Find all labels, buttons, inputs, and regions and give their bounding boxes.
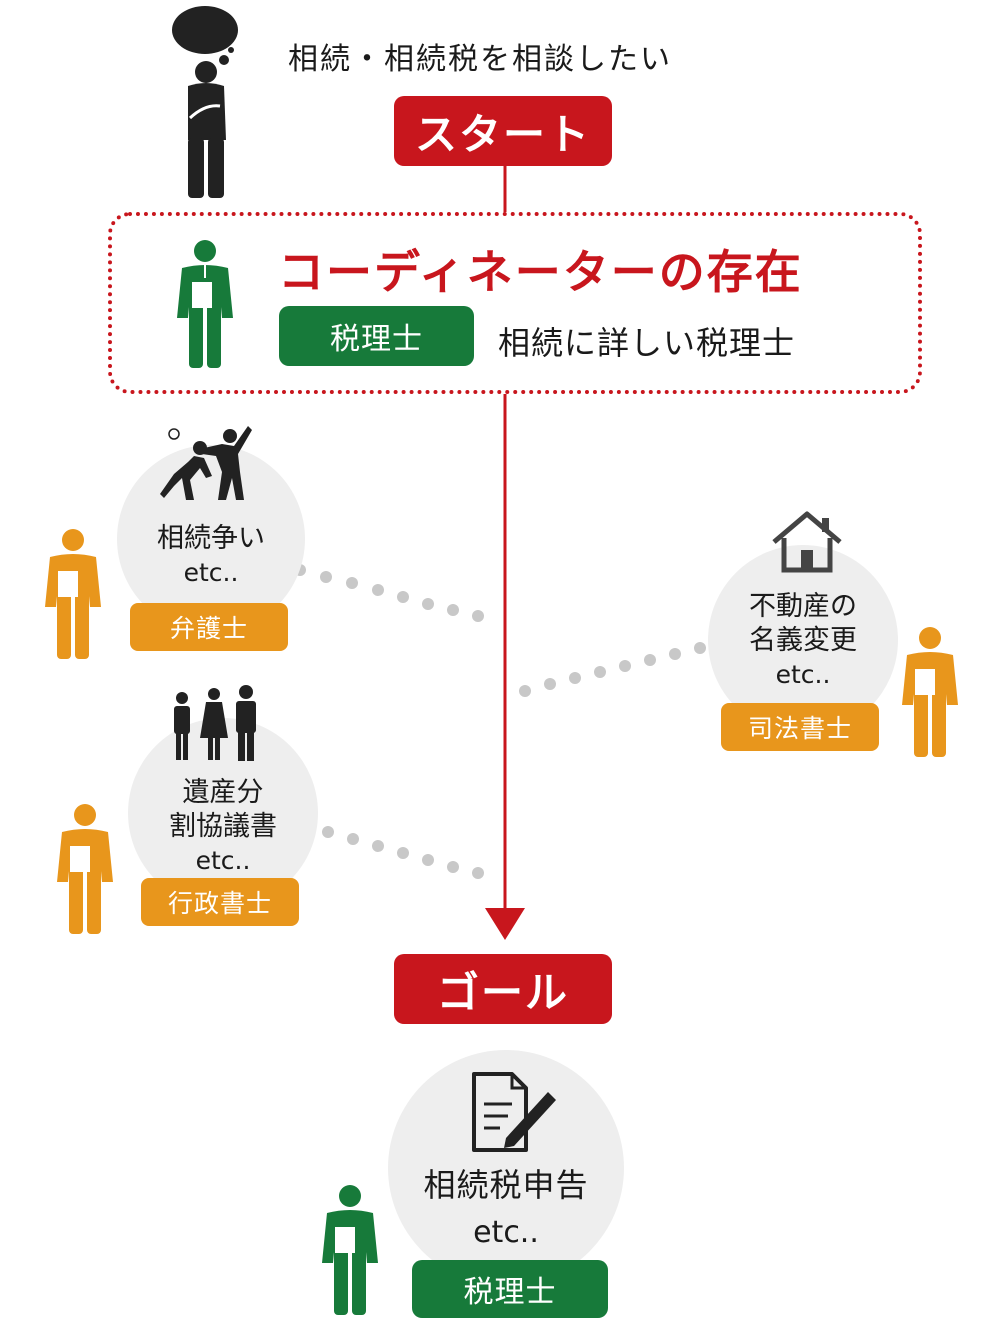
lawyer-tag: 弁護士	[130, 603, 288, 651]
start-label: スタート	[394, 96, 612, 166]
judicial-scrivener-person-icon	[902, 627, 958, 757]
goal-tax-accountant-tag: 税理士	[412, 1260, 608, 1318]
fighting-people-icon	[160, 426, 252, 500]
coordinator-box	[108, 212, 922, 394]
coordinator-title: コーディネーターの存在	[278, 245, 803, 299]
dotted-connector-scrivener	[322, 826, 484, 879]
goal-label: ゴール	[394, 954, 612, 1024]
goal-circle	[388, 1050, 624, 1286]
consultation-question: 相続・相続税を相談したい	[288, 42, 672, 77]
coordinator-description: 相続に詳しい税理士	[498, 324, 796, 362]
judicial-scrivener-tag: 司法書士	[721, 703, 879, 751]
lawyer-person-icon	[45, 529, 101, 659]
main-flow-arrowhead	[485, 908, 525, 940]
goal-etc: etc..	[473, 1215, 539, 1250]
coordinator-tag: 税理士	[279, 306, 474, 366]
dotted-connector-lawyer	[294, 564, 484, 622]
family-icon	[174, 685, 256, 761]
document-pen-icon	[472, 1072, 556, 1152]
house-icon	[772, 511, 842, 573]
branch-text-registration: 不動産の 名義変更 etc..	[749, 591, 857, 689]
branch-text-dispute: 相続争い etc..	[157, 523, 265, 587]
administrative-scrivener-tag: 行政書士	[141, 878, 299, 926]
branch-circle-division	[128, 718, 318, 908]
coordinator-person-icon	[177, 240, 233, 368]
branch-circle-dispute	[117, 445, 305, 633]
branch-text-division: 遺産分 割協議書 etc..	[169, 777, 277, 875]
dotted-connector-judicial	[519, 642, 706, 697]
goal-text: 相続税申告	[423, 1166, 589, 1204]
administrative-scrivener-person-icon	[57, 804, 113, 934]
thinking-person-icon	[172, 6, 238, 198]
goal-tax-accountant-person-icon	[322, 1185, 378, 1315]
